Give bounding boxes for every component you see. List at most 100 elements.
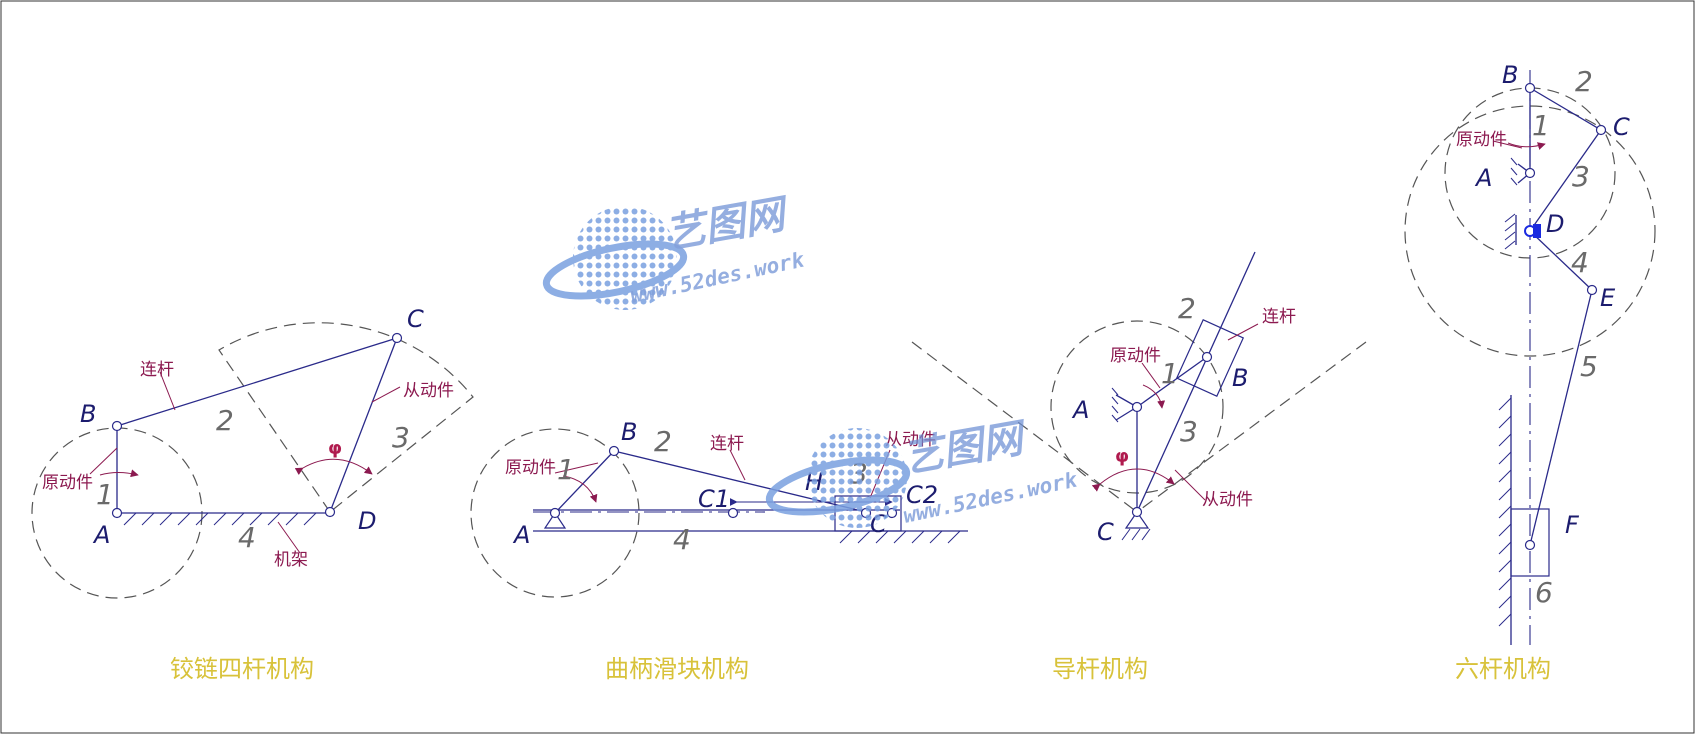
- six-bar-link-BC: [1529, 87, 1602, 131]
- six-bar-joint-A: [1524, 167, 1536, 179]
- fourbar-rocker-CD: [329, 337, 398, 513]
- six-bar-follower-path-circle: [1404, 105, 1656, 357]
- six-bar-link-DE: [1529, 230, 1593, 291]
- slider-crank-position-C1: [727, 507, 739, 519]
- six-bar-link-1: 1: [1532, 109, 1550, 142]
- fourbar-title: 铰链四杆机构: [170, 655, 314, 683]
- six-bar-driver-leader: [1492, 140, 1523, 149]
- fourbar-joint-C: [391, 332, 403, 344]
- slider-crank-title: 曲柄滑块机构: [605, 655, 749, 683]
- slider-crank-ground-hatch: [839, 530, 961, 544]
- guide-bar-title: 导杆机构: [1052, 655, 1148, 683]
- guide-bar-guide-rod: [1136, 251, 1256, 513]
- fourbar-note-frame: 机架: [274, 550, 308, 570]
- fourbar-follower-leader: [371, 386, 401, 403]
- fourbar-note-follower: 从动件: [403, 381, 454, 401]
- slider-crank-joint-A: [549, 507, 561, 519]
- guide-bar-link-2: 2: [1178, 292, 1196, 325]
- six-bar-pivot-D-hatch: [1504, 213, 1516, 250]
- six-bar-joint-D-marker: [1533, 224, 1541, 238]
- fourbar-joint-B: [111, 420, 123, 432]
- slider-crank-note-driver: 原动件: [505, 458, 556, 478]
- fourbar-label-D: D: [358, 507, 376, 535]
- guide-bar-link-1: 1: [1161, 357, 1179, 390]
- guide-bar-extreme-line-right: [1136, 341, 1367, 513]
- six-bar-link-5: 5: [1580, 350, 1598, 383]
- guide-bar-note-driver: 原动件: [1110, 346, 1161, 366]
- six-bar-joint-E: [1586, 284, 1598, 296]
- guide-bar-angle-arc: [1091, 468, 1175, 492]
- fourbar-joint-D: [324, 506, 336, 518]
- six-bar-label-D: D: [1546, 210, 1564, 238]
- six-bar-joint-B: [1524, 82, 1536, 94]
- fourbar-coupler-BC: [116, 337, 398, 427]
- guide-bar-pivot-A-hatch: [1111, 387, 1119, 423]
- fourbar-note-driver: 原动件: [42, 473, 93, 493]
- six-bar-link-2: 2: [1575, 65, 1593, 98]
- fourbar-label-A: A: [92, 521, 110, 549]
- fourbar-follower-swing-sector: [218, 322, 474, 513]
- six-bar-link-EF: [1529, 289, 1593, 546]
- six-bar-slider-block: [1510, 508, 1550, 577]
- guide-bar-crank-AB: [1136, 356, 1208, 408]
- six-bar-label-F: F: [1565, 511, 1580, 539]
- watermark-globe-icon-2: [807, 428, 907, 528]
- six-bar-pivot-A-hatch: [1510, 157, 1518, 186]
- six-bar-driver-rotation-arrow: [1507, 142, 1546, 150]
- fourbar-joint-A: [111, 507, 123, 519]
- six-bar-note-driver: 原动件: [1456, 130, 1507, 150]
- guide-bar-driver-rotation-arrow: [1142, 384, 1166, 409]
- fourbar-link-4: 4: [238, 521, 256, 554]
- slider-crank-crank-path-circle: [470, 428, 640, 598]
- guide-bar-pivot-C-support: [1124, 510, 1150, 529]
- watermark-logo-1: 艺图网 www.52des.work: [542, 191, 808, 310]
- guide-bar-pivot-C-hatch: [1121, 528, 1151, 541]
- slider-crank-label-C2: C2: [906, 481, 938, 509]
- six-bar-link-4: 4: [1571, 246, 1589, 279]
- slider-crank-joint-B: [608, 445, 620, 457]
- slider-crank-coupler-leader: [729, 449, 746, 481]
- six-bar-mechanism: A B C D E F 1 2 3 4 5 6 原动件: [1404, 61, 1656, 645]
- slider-crank-link-2: 2: [654, 425, 672, 458]
- fourbar-link-3: 3: [392, 421, 410, 454]
- fourbar-angle-arc: [294, 458, 373, 476]
- slider-crank-driver-rotation-arrow: [562, 475, 598, 503]
- six-bar-label-A: A: [1474, 164, 1492, 192]
- slider-crank-note-coupler: 连杆: [710, 434, 744, 454]
- fourbar-note-coupler: 连杆: [140, 360, 174, 380]
- slider-crank-link-4: 4: [673, 523, 691, 556]
- guide-bar-coupler-leader: [1227, 323, 1259, 341]
- fourbar-ground-hatch: [123, 512, 317, 526]
- six-bar-title: 六杆机构: [1455, 655, 1551, 683]
- guide-bar-joint-C: [1131, 506, 1143, 518]
- fourbar-label-B: B: [80, 400, 96, 428]
- guide-bar-angle-phi: φ: [1115, 446, 1129, 467]
- watermark-globe-icon: [573, 206, 677, 310]
- guide-bar-joint-B: [1201, 351, 1213, 363]
- guide-bar-driver-leader: [1141, 362, 1161, 389]
- fourbar-frame-leader: [277, 521, 301, 554]
- six-bar-link-CD: [1529, 129, 1602, 232]
- slider-crank-label-B: B: [621, 418, 637, 446]
- guide-bar-label-C: C: [1097, 518, 1114, 546]
- slider-crank-note-follower: 从动件: [885, 430, 936, 450]
- six-bar-link-3: 3: [1572, 160, 1590, 193]
- fourbar-label-C: C: [407, 305, 424, 333]
- slider-crank-label-C1: C1: [698, 485, 730, 513]
- slider-crank-label-A: A: [512, 521, 530, 549]
- watermark-brand-text-2: 艺图网: [900, 415, 1032, 482]
- guide-bar-label-A: A: [1071, 396, 1089, 424]
- guide-bar-follower-leader: [1174, 469, 1206, 501]
- guide-bar-link-3: 3: [1180, 415, 1198, 448]
- fourbar-coupler-leader: [159, 371, 176, 411]
- fourbar-driver-leader: [89, 447, 118, 475]
- watermark-logo-2: 艺图网 www.52des.work: [765, 415, 1081, 528]
- fourbar-link-2: 2: [216, 404, 234, 437]
- guide-bar-note-follower: 从动件: [1202, 490, 1253, 510]
- slider-crank-pivot-A-support: [543, 511, 567, 529]
- guide-bar-note-coupler: 连杆: [1262, 307, 1296, 327]
- six-bar-label-C: C: [1613, 113, 1630, 141]
- fourbar-angle-phi: φ: [328, 438, 342, 459]
